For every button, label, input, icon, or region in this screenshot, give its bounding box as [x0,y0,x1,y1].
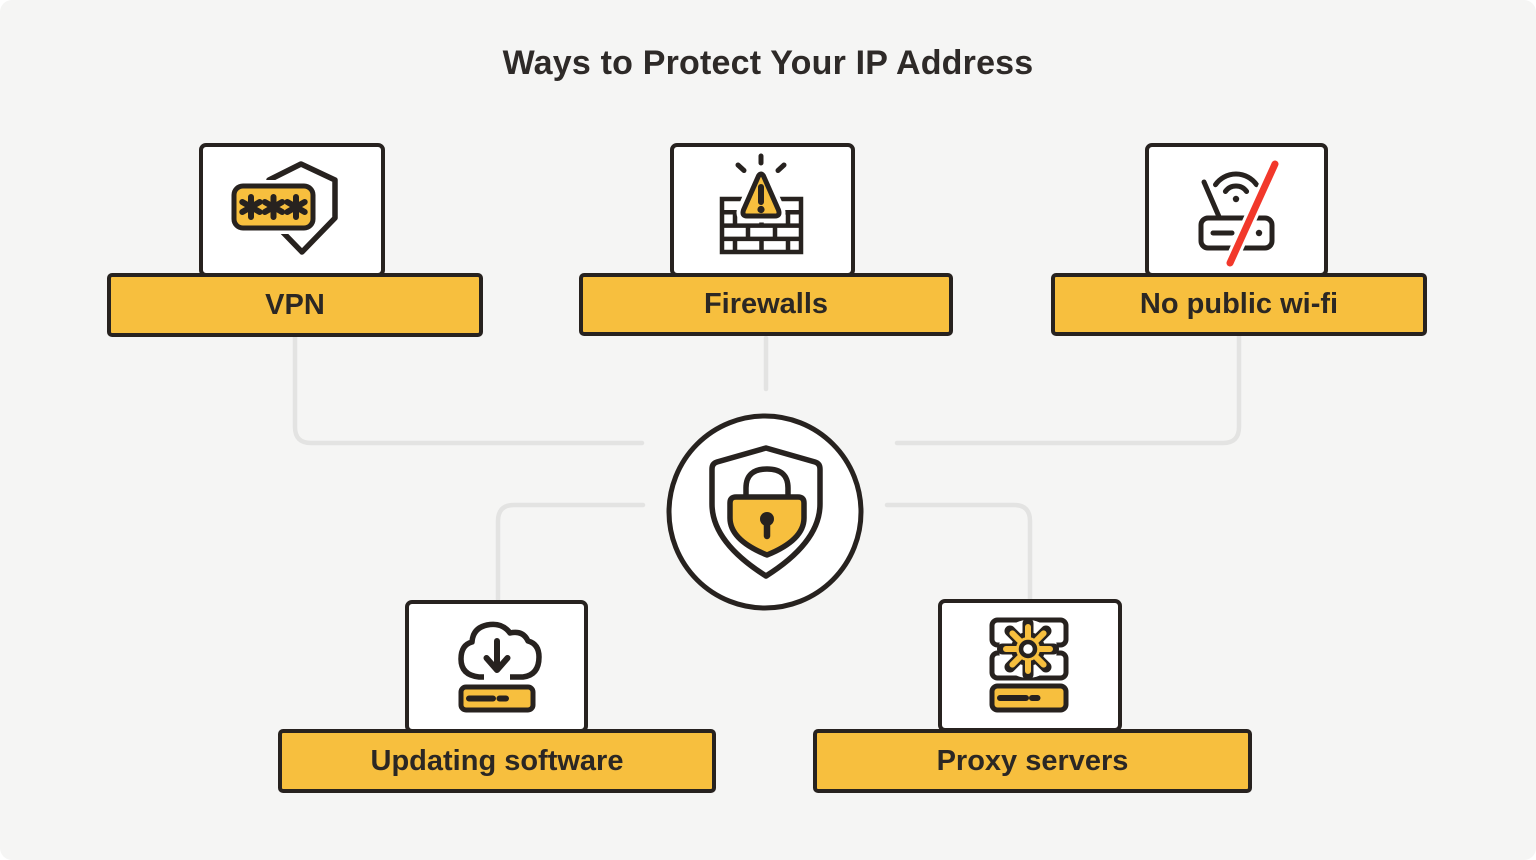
no-public-wifi-label: No public wi-fi [1139,288,1339,320]
proxy-servers-label: Proxy servers [936,744,1129,777]
vpn-card-icon-box [199,143,385,277]
shield-lock-icon [666,413,864,611]
connector-vpn [292,333,645,446]
updating-software-card-icon-box [405,600,588,733]
connector-proxy-servers [884,502,1033,602]
proxy-servers-label-banner: Proxy servers [813,729,1252,793]
firewalls-card-icon-box [670,143,855,277]
page-title: Ways to Protect Your IP Address [502,44,1034,82]
no-public-wifi-card-icon-box [1145,143,1328,277]
vpn-label: VPN [265,288,325,321]
no-public-wifi-label-banner: No public wi-fi [1051,273,1427,336]
no-public-wifi-router-icon [1198,157,1281,270]
vpn-label-banner: VPN [107,273,483,337]
firewalls-label-banner: Firewalls [579,273,953,336]
firewalls-label: Firewalls [703,288,829,320]
connector-no-public-wifi [894,333,1242,446]
updating-software-label: Updating software [370,744,624,777]
firewall-warning-icon [719,153,803,255]
updating-software-label-banner: Updating software [278,729,716,793]
password-shield-icon [228,161,338,255]
connector-updating-software [495,502,646,602]
proxy-servers-card-icon-box [938,599,1122,732]
cloud-download-update-icon [457,621,542,712]
proxy-server-gear-icon [989,617,1069,712]
